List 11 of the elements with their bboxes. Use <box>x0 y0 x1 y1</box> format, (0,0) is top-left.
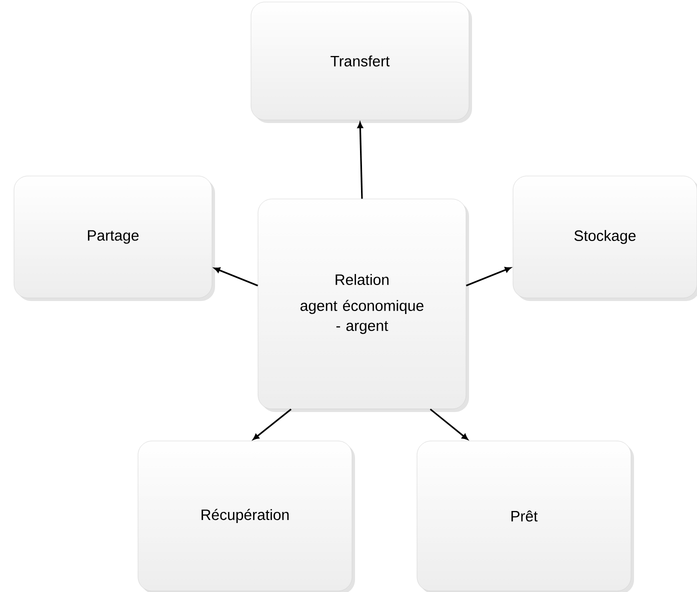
process-box: Transfert <box>250 2 470 120</box>
arrow <box>430 408 468 440</box>
arrow <box>466 266 511 286</box>
arrow <box>214 267 258 286</box>
process-box: Prêt <box>416 440 632 592</box>
arrow <box>253 408 292 440</box>
process-box: Partage <box>14 176 212 298</box>
process-box: Stockage <box>512 176 697 298</box>
arrow <box>357 122 363 199</box>
process-box: Relation agent économique - argent <box>258 198 466 410</box>
process-box: Récupération <box>138 440 352 592</box>
